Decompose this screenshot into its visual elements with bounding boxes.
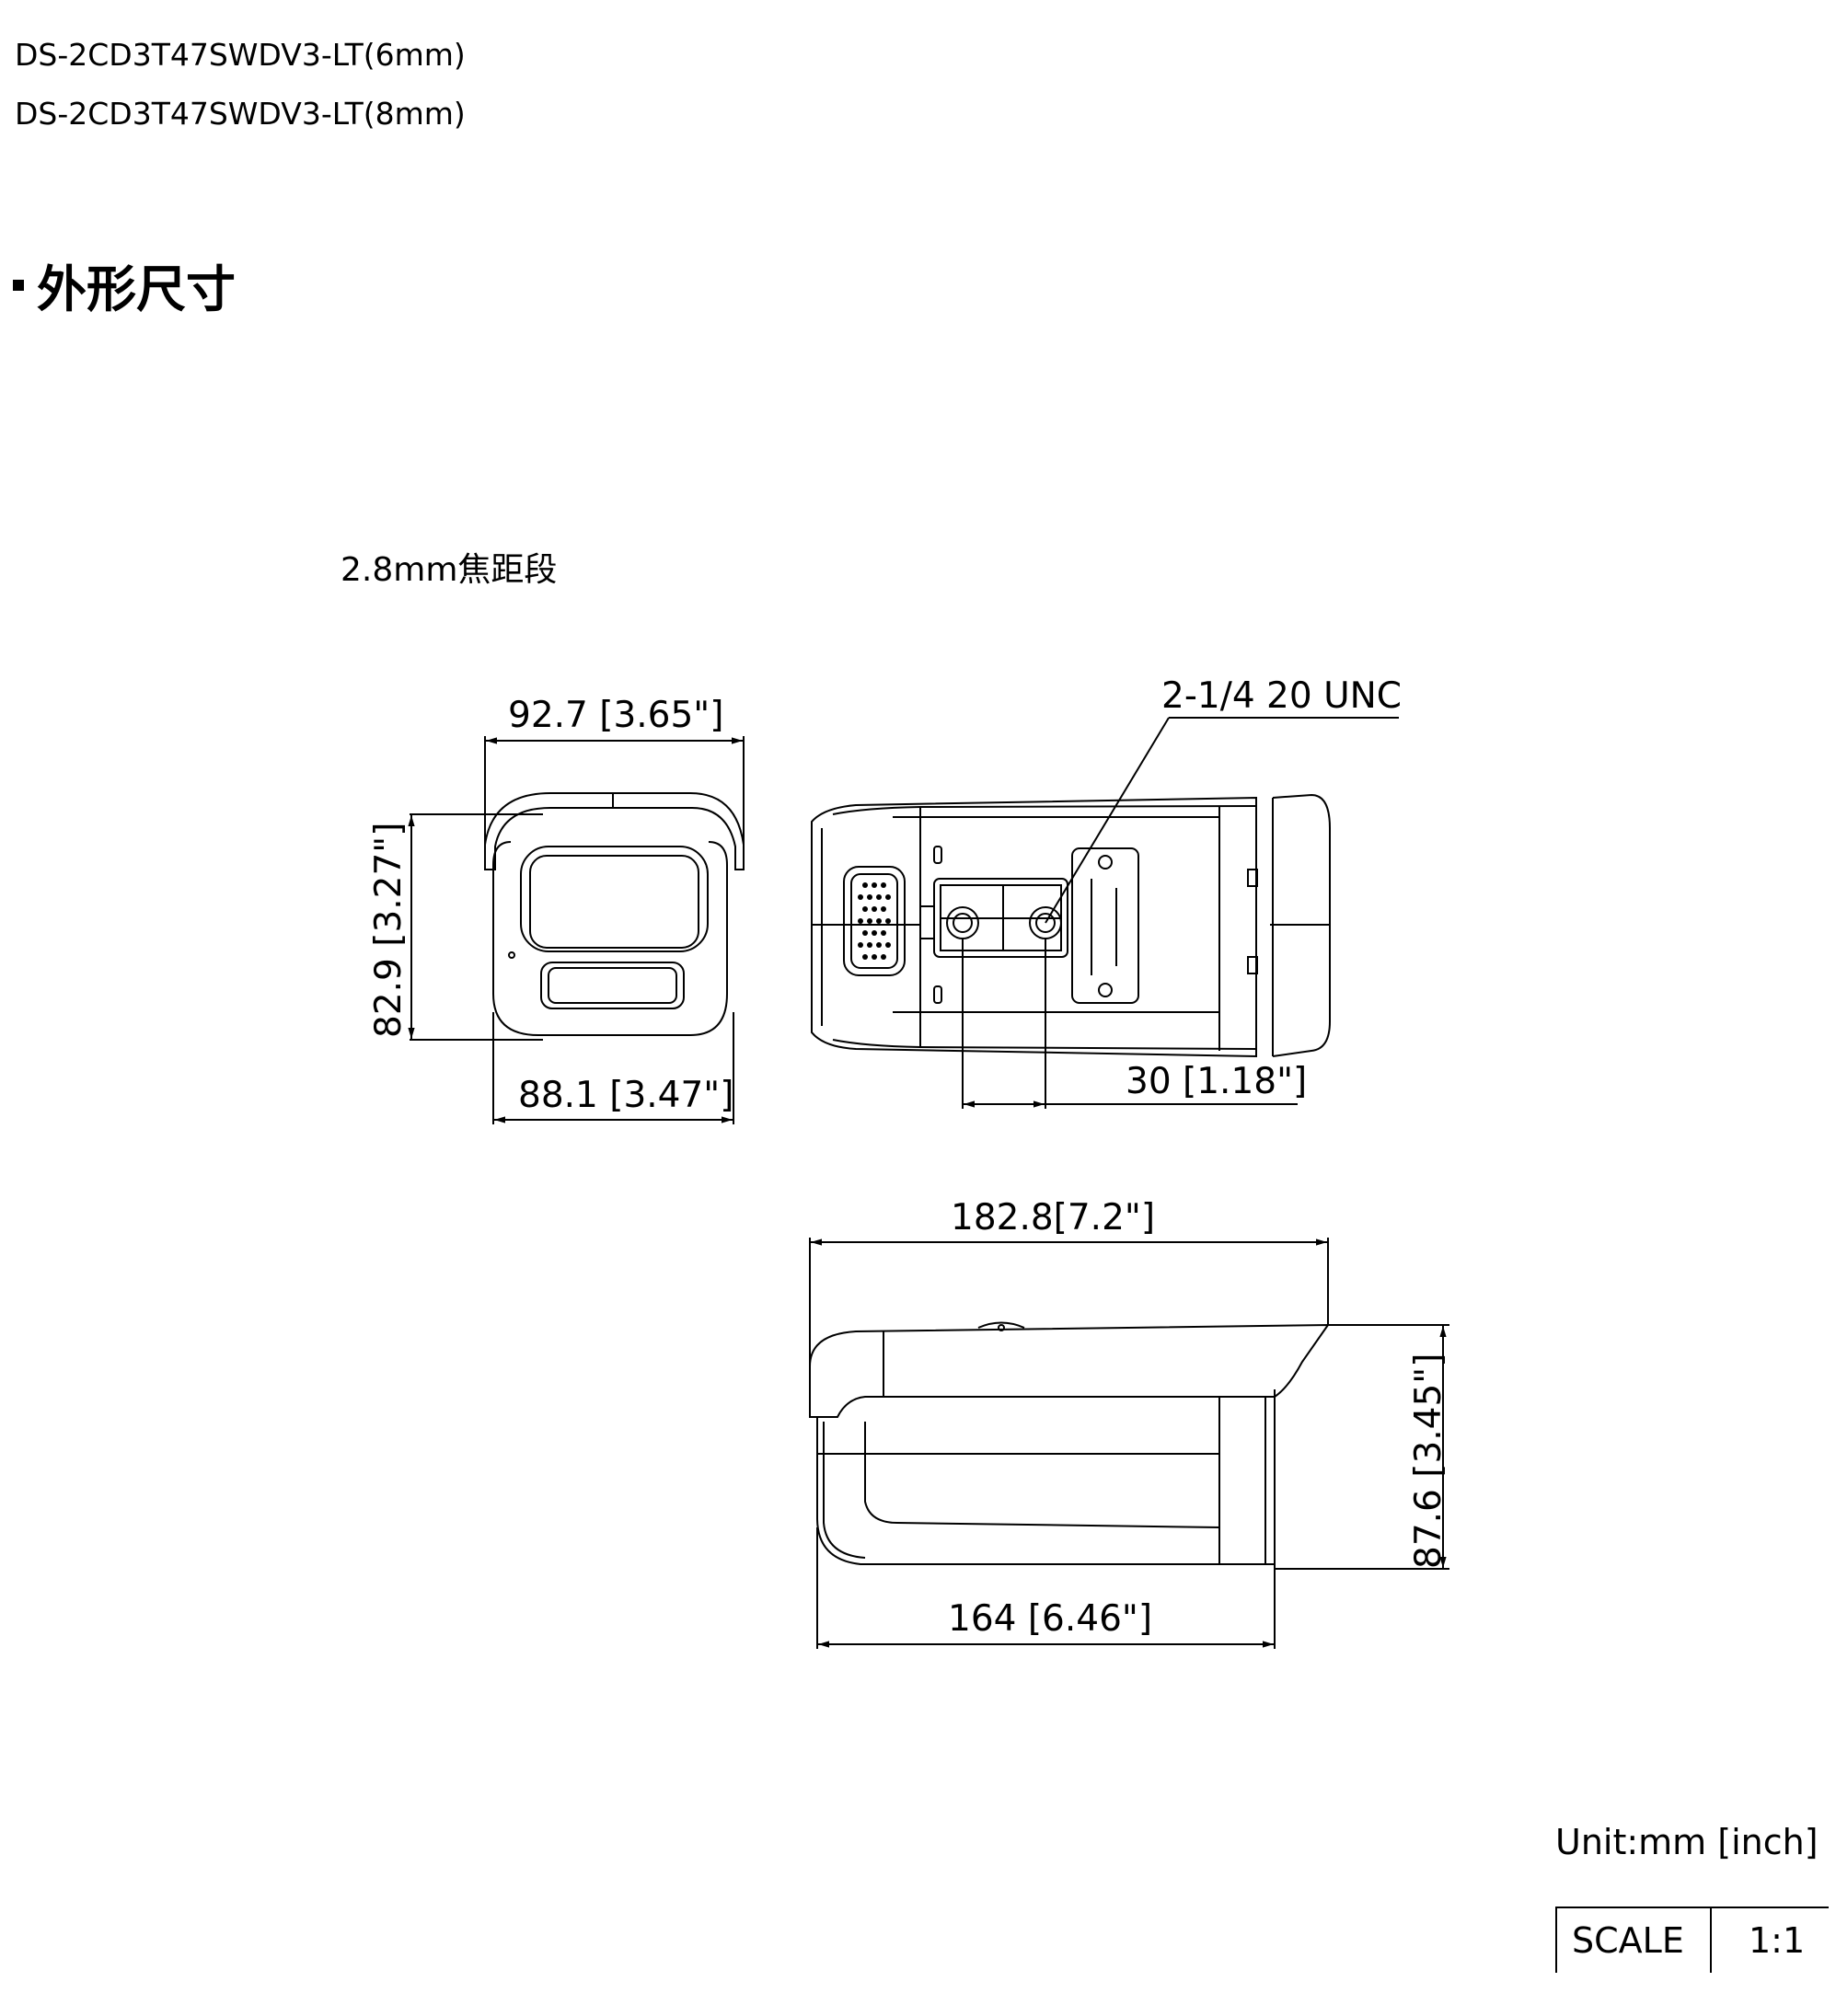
- scale-label: SCALE: [1557, 1908, 1712, 1973]
- mount-thread-callout: 2-1/4 20 UNC: [1161, 675, 1402, 717]
- front-view: [484, 792, 745, 1036]
- front-dimensions: [408, 736, 745, 1124]
- unit-label: Unit:mm [inch]: [1555, 1822, 1819, 1862]
- dim-front-width-top: 92.7 [3.65"]: [508, 695, 723, 736]
- bottom-dimensions: [962, 717, 1399, 1109]
- dim-body-length: 164 [6.46"]: [948, 1598, 1152, 1640]
- section-title: 外形尺寸: [37, 260, 236, 318]
- scale-value: 1:1: [1749, 1920, 1806, 1961]
- connector-grille-dots: [858, 882, 891, 960]
- dim-side-height: 87.6 [3.45"]: [1408, 1354, 1449, 1569]
- bullet-icon: [13, 279, 24, 291]
- section-heading: 外形尺寸: [13, 248, 236, 321]
- focal-length-label: 2.8mm焦距段: [341, 551, 558, 589]
- model-name-8mm: DS-2CD3T47SWDV3-LT(8mm): [15, 96, 466, 132]
- dim-total-length: 182.8[7.2"]: [951, 1197, 1155, 1238]
- side-dimensions: [809, 1238, 1449, 1649]
- bottom-view: [811, 793, 1331, 1058]
- model-name-6mm: DS-2CD3T47SWDV3-LT(6mm): [15, 37, 466, 73]
- dim-front-width-bottom: 88.1 [3.47"]: [518, 1075, 733, 1116]
- scale-box: SCALE 1:1: [1555, 1907, 1829, 1973]
- dim-hole-spacing: 30 [1.18"]: [1126, 1061, 1307, 1102]
- dim-front-height: 82.9 [3.27"]: [368, 823, 410, 1038]
- side-view: [809, 1321, 1330, 1573]
